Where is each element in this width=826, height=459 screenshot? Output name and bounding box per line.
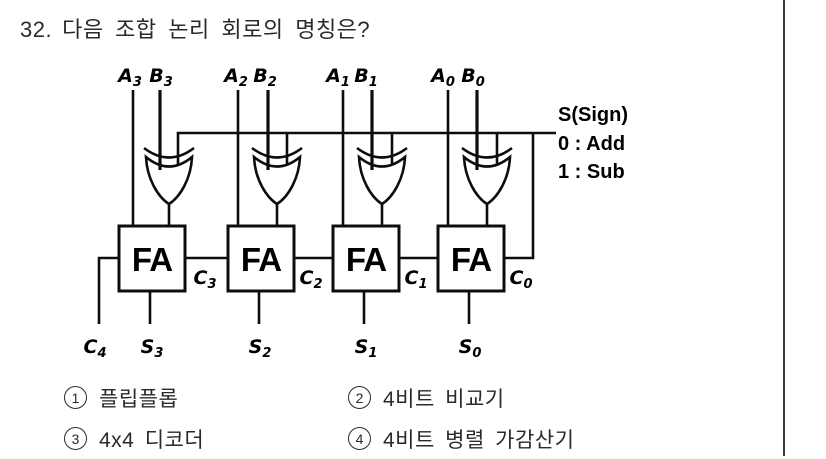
input-label-b1: B1 [354,65,378,90]
carry-label-c0: C0 [510,267,533,292]
xor-gate-0 [461,146,513,206]
full-adder-label-0: FA [451,241,491,278]
option-4-label: 4비트 병렬 가감산기 [383,428,575,452]
option-1-label: 플립플롭 [99,387,179,411]
input-label-a3: A3 [116,65,142,90]
xor-gate-3 [143,146,195,206]
full-adder-box-0 [436,224,506,293]
xor-gate-1 [356,146,408,206]
option-2-label: 4비트 비교기 [383,387,505,411]
xor-gate-2 [251,146,303,206]
carry-in-c0-wire [504,133,535,260]
option-3-marker: 3 [64,427,87,450]
answer-options: 1 플립플롭 2 4비트 비교기 3 4x4 디코더 4 4비트 병렬 가감산기 [64,377,574,459]
input-label-a1: A1 [324,65,350,90]
option-2[interactable]: 2 4비트 비교기 [348,383,574,413]
carry-label-c1: C1 [405,267,428,292]
full-adder-box-1 [331,224,401,293]
option-1-marker: 1 [64,386,87,409]
carry-out-c4-wire [97,256,119,324]
input-label-b0: B0 [461,65,485,90]
input-label-a0: A0 [429,65,455,90]
page-column-border [783,0,785,456]
full-adder-label-3: FA [132,241,172,278]
sign-label: S(Sign) [558,104,628,126]
xor-output-wires [167,203,489,226]
question-number: 32. [20,17,53,42]
option-4-marker: 4 [348,427,371,450]
input-label-b2: B2 [253,65,277,90]
sum-label-s1: S1 [355,336,378,361]
sign-bus-drop-wires [285,133,499,170]
full-adder-label-1: FA [346,241,386,278]
question-text: 다음 조합 논리 회로의 명칭은? [62,17,371,42]
input-label-b3: B3 [149,65,173,90]
carry-label-c2: C2 [300,267,323,292]
full-adder-box-2 [226,224,296,293]
option-4[interactable]: 4 4비트 병렬 가감산기 [348,424,574,454]
option-3[interactable]: 3 4x4 디코더 [64,424,348,454]
sum-label-s0: S0 [459,336,482,361]
carry-out-label-c4: C4 [84,336,107,361]
option-1[interactable]: 1 플립플롭 [64,383,348,413]
input-b-wires [158,90,479,170]
sign-bus-wire [176,131,556,170]
carry-label-c3: C3 [194,267,217,292]
option-2-marker: 2 [348,386,371,409]
option-3-label: 4x4 디코더 [99,428,205,452]
full-adder-label-2: FA [241,241,281,278]
input-a-wires [131,90,450,226]
sum-output-wires [148,291,471,324]
sign-mode-add: 0 : Add [558,133,625,155]
question-line: 32. 다음 조합 논리 회로의 명칭은? [20,12,370,44]
full-adder-box-3 [117,224,187,293]
input-label-a2: A2 [222,65,248,90]
sign-mode-sub: 1 : Sub [558,161,625,183]
sum-label-s3: S3 [141,336,164,361]
sum-label-s2: S2 [249,336,272,361]
